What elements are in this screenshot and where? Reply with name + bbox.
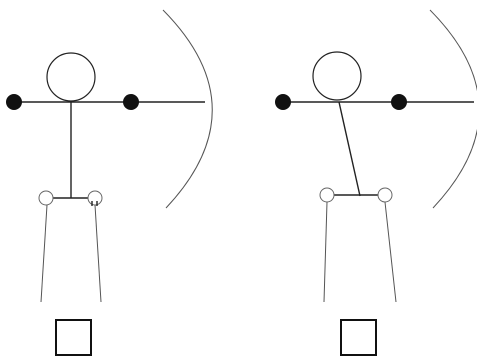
figure-right-right-hip-joint — [377, 187, 393, 203]
figure-right-left-hand — [275, 94, 291, 110]
figure-right-checkbox[interactable] — [340, 319, 377, 356]
figure-right-left-leg — [323, 201, 328, 303]
figure-right — [275, 9, 477, 303]
figure-left-reach-arc — [162, 9, 213, 209]
figure-left-right-hip-tick — [91, 201, 98, 206]
figure-left-checkbox[interactable] — [55, 319, 92, 356]
figure-left-left-leg — [40, 204, 48, 303]
figure-left-right-hip-joint — [87, 190, 103, 206]
figure-left-head — [46, 52, 96, 102]
figure-right-right-hand — [391, 94, 407, 110]
figure-right-reach-arc — [429, 9, 477, 209]
figure-left-right-leg — [94, 204, 102, 303]
figure-left-right-hand — [123, 94, 139, 110]
figure-left-left-hip-joint — [38, 190, 54, 206]
figure-left-left-hand — [6, 94, 22, 110]
figure-right-right-leg — [384, 201, 397, 303]
figure-left — [6, 9, 213, 303]
figure-right-head — [312, 51, 362, 101]
figure-right-left-hip-joint — [319, 187, 335, 203]
figure-right-spine — [338, 101, 361, 197]
